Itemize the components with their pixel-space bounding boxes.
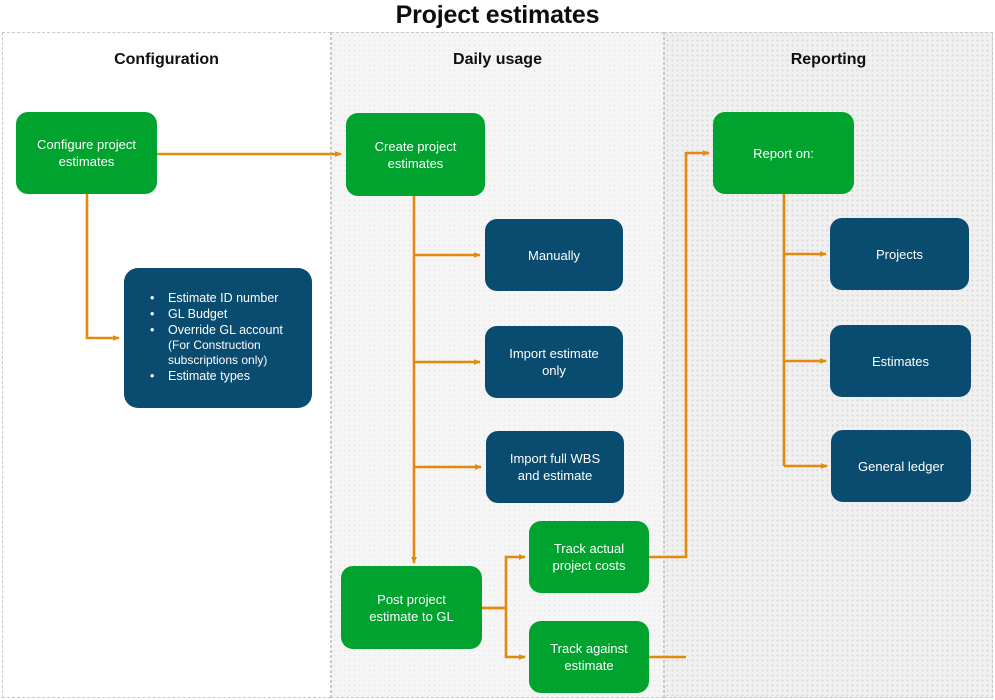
node-track-against-estimate[interactable]: Track against estimate <box>529 621 649 693</box>
list-item-text: Estimate ID number <box>168 291 279 305</box>
list-item: • GL Budget <box>138 306 302 322</box>
node-label: Track against estimate <box>550 641 628 673</box>
node-label: Import estimate only <box>509 346 599 378</box>
bullet-icon: • <box>150 291 155 305</box>
node-import-estimate-only[interactable]: Import estimate only <box>485 326 623 398</box>
node-label: General ledger <box>858 458 944 474</box>
node-label: Estimates <box>871 353 930 369</box>
node-import-full-wbs-and-estimate[interactable]: Import full WBS and estimate <box>486 431 624 503</box>
node-projects[interactable]: Projects <box>830 218 969 290</box>
bullet-icon: • <box>150 323 155 337</box>
node-label: Import full WBS and estimate <box>509 451 601 483</box>
node-create-project-estimates[interactable]: Create project estimates <box>346 113 485 196</box>
lane-title-reporting: Reporting <box>790 51 867 68</box>
node-label: Create project estimates <box>374 138 457 171</box>
node-track-actual-project-costs[interactable]: Track actual project costs <box>529 521 649 593</box>
node-label: Projects <box>876 246 923 262</box>
lane-title-configuration: Configuration <box>114 51 219 68</box>
node-label: Configure project estimates <box>37 137 136 169</box>
lane-title-daily-usage: Daily usage <box>453 51 542 68</box>
page-title: Project estimates <box>395 1 600 29</box>
list-item-text: GL Budget <box>168 307 228 321</box>
config-details-list: • Estimate ID number • GL Budget • Overr… <box>138 290 302 384</box>
node-post-project-estimate-to-gl[interactable]: Post project estimate to GL <box>341 566 482 649</box>
node-general-ledger[interactable]: General ledger <box>831 430 971 502</box>
bullet-icon: • <box>150 307 155 321</box>
node-label: Post project estimate to GL <box>369 591 454 624</box>
list-item-text: Estimate types <box>168 369 250 383</box>
list-item-subtext: (For Construction subscriptions only) <box>168 338 268 367</box>
node-label: Manually <box>527 247 581 263</box>
node-configure-project-estimates[interactable]: Configure project estimates <box>16 112 157 194</box>
bullet-icon: • <box>150 369 155 383</box>
list-item-text: Override GL account <box>168 323 283 337</box>
node-label: Track actual project costs <box>552 541 626 573</box>
list-item: • Estimate ID number <box>138 290 302 306</box>
node-label: Report on: <box>753 145 814 161</box>
node-report-on[interactable]: Report on: <box>713 112 854 194</box>
node-estimates[interactable]: Estimates <box>830 325 971 397</box>
list-item: • Override GL account (For Construction … <box>138 322 302 368</box>
list-item: • Estimate types <box>138 368 302 384</box>
node-configuration-details[interactable]: • Estimate ID number • GL Budget • Overr… <box>124 268 312 408</box>
node-manually[interactable]: Manually <box>485 219 623 291</box>
